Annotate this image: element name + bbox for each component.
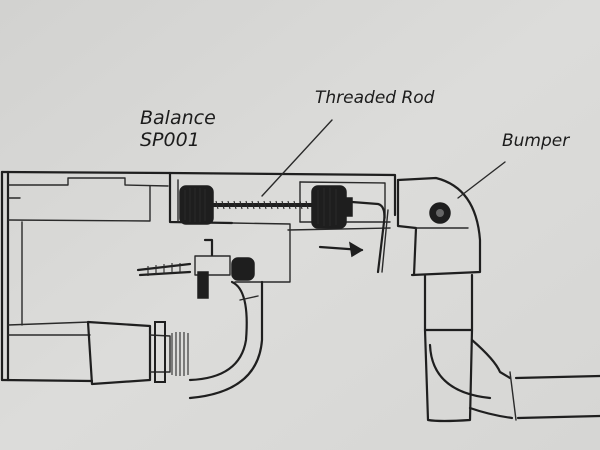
threaded-rod: [213, 200, 312, 210]
leader-threaded-rod: [261, 119, 333, 197]
lower-elbow-pipe: [188, 280, 264, 400]
balance-spool: [179, 185, 214, 225]
side-fitting: [136, 238, 255, 299]
lower-coupling: [86, 320, 189, 386]
leader-bumper: [457, 161, 506, 199]
label-balance-spool-line2: SP001: [140, 129, 200, 151]
direction-arrow: [318, 241, 364, 258]
spool-hook: [350, 200, 386, 274]
right-spool: [311, 185, 353, 229]
label-bumper: Bumper: [502, 131, 570, 151]
label-balance-spool-line1: Balance: [140, 107, 216, 129]
right-drop-pipe: [423, 273, 600, 423]
label-threaded-rod: Threaded Rod: [315, 88, 435, 108]
bumper-elbow: [396, 176, 482, 277]
